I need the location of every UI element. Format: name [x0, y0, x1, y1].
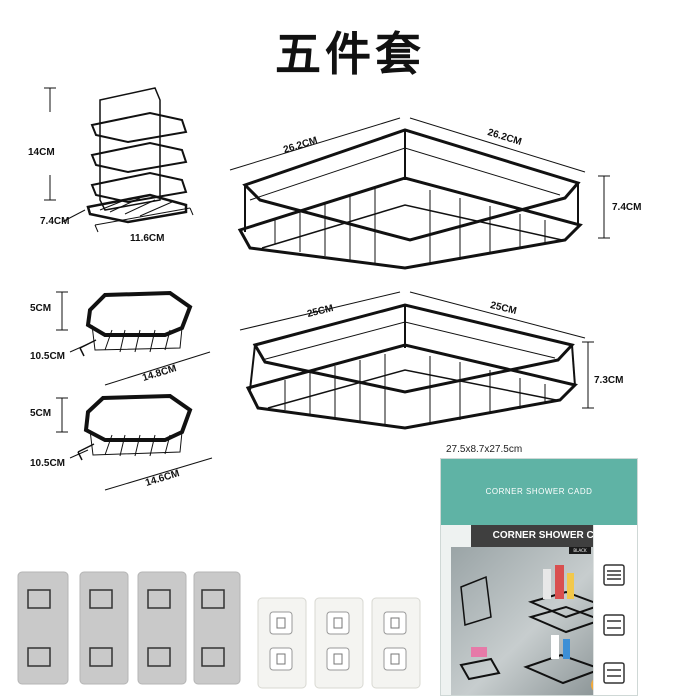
corner-shelf-bottom-drawing: [245, 303, 578, 430]
dish-1-dimension-lines: [56, 291, 211, 386]
clear-adhesive-plates: [257, 597, 421, 689]
package-top-label: CORNER SHOWER CADD: [485, 487, 593, 496]
package-box: CORNER SHOWER CADD CORNER SHOWER CADD BL…: [440, 458, 638, 696]
package-size-label: 27.5x8.7x27.5cm: [446, 444, 523, 455]
upright-holder-drawing: [86, 87, 188, 224]
bottom-shelf-dimension-lines: [239, 291, 594, 409]
soap-dish-1-drawing: [79, 290, 193, 357]
dish-2-height-label: 5CM: [30, 408, 52, 419]
holder-dimension-lines: [44, 87, 194, 233]
holder-height-label: 14CM: [28, 147, 55, 158]
package-side-panel: [593, 525, 637, 695]
dish-2-dimension-lines: [56, 397, 213, 491]
package-top-panel: [441, 459, 637, 525]
dish-1-depth-label: 10.5CM: [30, 351, 66, 362]
soap-dish-2-drawing: [77, 393, 193, 461]
adhesive-hook-plates: [17, 571, 241, 685]
top-shelf-dimension-lines: [229, 117, 610, 239]
package-side-icons: [603, 564, 625, 684]
top-shelf-height-label: 7.4CM: [612, 202, 642, 213]
holder-depth-label: 7.4CM: [40, 216, 70, 227]
dish-1-height-label: 5CM: [30, 303, 52, 314]
holder-width-label: 11.6CM: [130, 233, 165, 244]
bottom-shelf-height-label: 7.3CM: [594, 375, 624, 386]
corner-shelf-top-drawing: [237, 128, 583, 270]
dish-2-depth-label: 10.5CM: [30, 458, 66, 469]
package-color-tag: BLACK: [569, 547, 591, 554]
page-title: 五件套: [275, 27, 425, 81]
